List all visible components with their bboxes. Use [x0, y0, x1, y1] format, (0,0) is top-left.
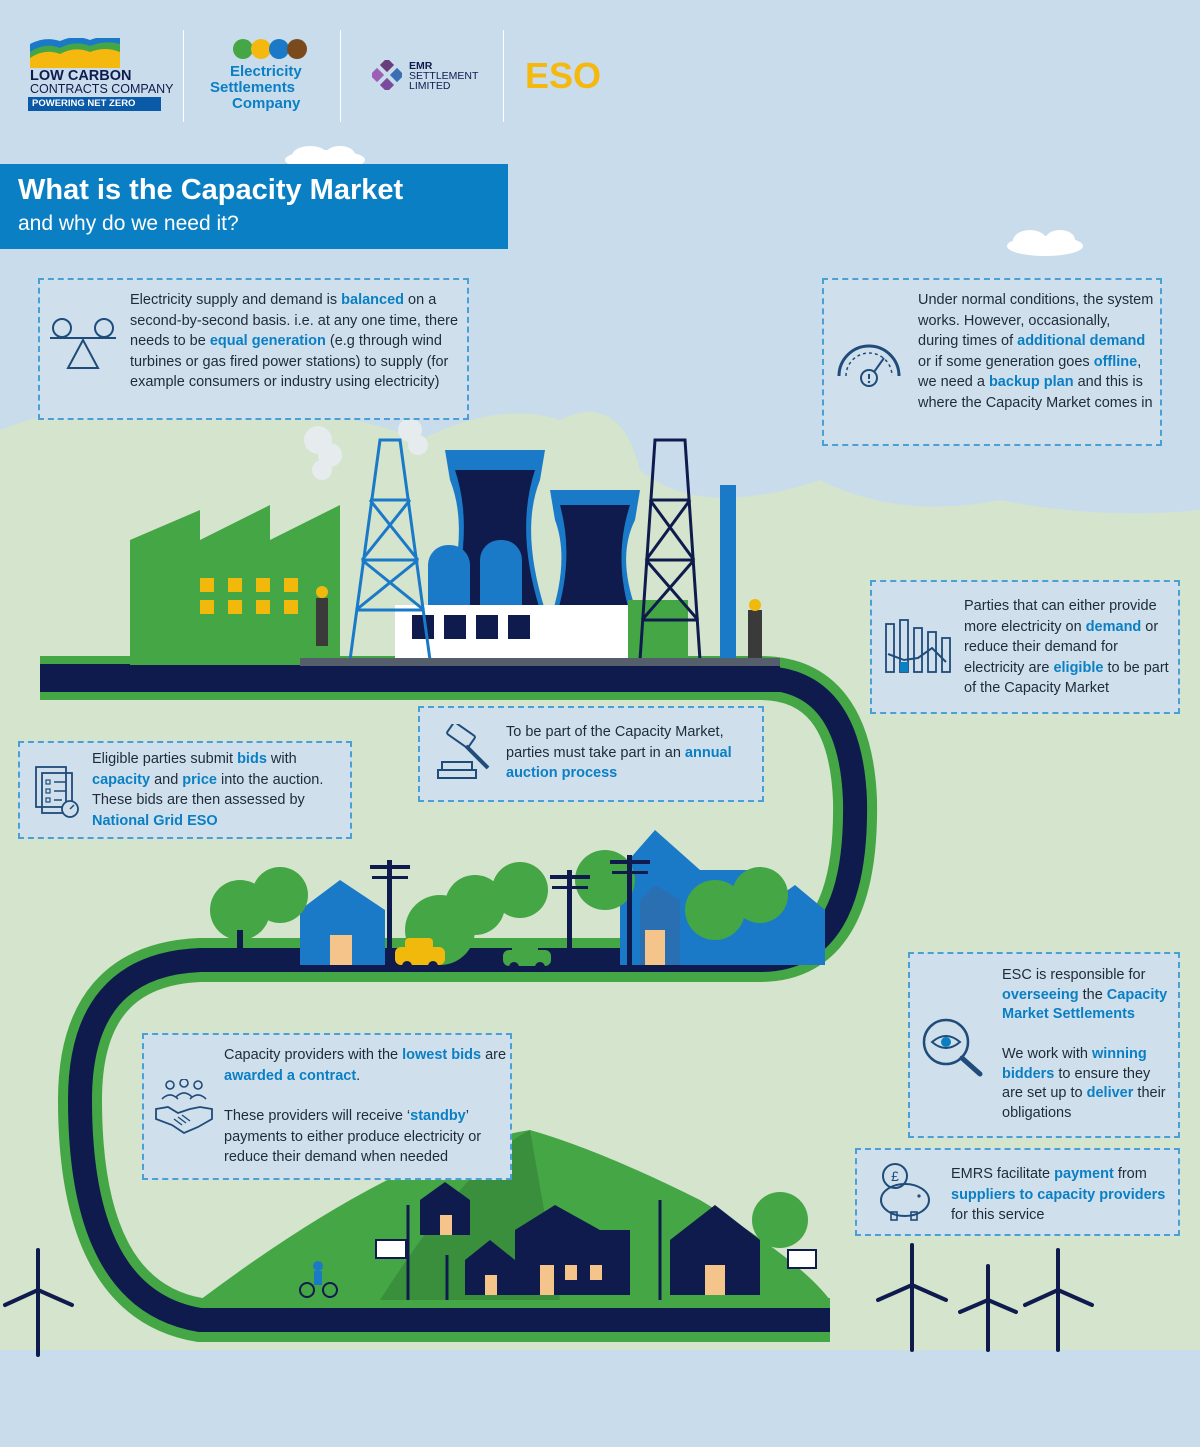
- title-banner: What is the Capacity Market and why do w…: [0, 164, 508, 249]
- card-text: Capacity providers with the lowest bids …: [224, 1047, 507, 1084]
- card-text: Eligible parties submit bids with capaci…: [92, 751, 324, 829]
- lccc-name-line1: LOW CARBON: [30, 68, 132, 84]
- logo-divider: [503, 30, 504, 122]
- magnifier-eye-icon: [922, 1018, 983, 1077]
- card-text: Under normal conditions, the system work…: [918, 292, 1154, 411]
- card-text-2: We work with winning bidders to ensure t…: [1002, 1046, 1166, 1121]
- info-card-auction: To be part of the Capacity Market, parti…: [418, 706, 764, 802]
- card-text-2: These providers will receive ‘standby’ p…: [224, 1108, 482, 1165]
- emr-logo-icon: [372, 60, 402, 90]
- card-text: ESC is responsible for overseeing the Ca…: [1002, 967, 1168, 1022]
- lccc-tagline-bar: POWERING NET ZERO: [28, 97, 161, 111]
- info-card-balance: Electricity supply and demand is balance…: [38, 278, 469, 420]
- logo-divider: [340, 30, 341, 122]
- card-text: EMRS facilitate payment from suppliers t…: [951, 1166, 1166, 1223]
- info-card-normal-conditions: Under normal conditions, the system work…: [822, 278, 1162, 446]
- card-text: To be part of the Capacity Market, parti…: [506, 724, 732, 781]
- esc-name-line1: Electricity: [230, 63, 302, 80]
- logo-divider: [183, 30, 184, 122]
- emr-name-line1: EMR: [409, 60, 433, 72]
- handshake-icon: [155, 1079, 213, 1135]
- piggy-bank-icon: £: [880, 1163, 930, 1221]
- info-card-providers: Capacity providers with the lowest bids …: [142, 1033, 512, 1180]
- gavel-icon: [437, 724, 490, 779]
- eso-logo: ESO: [525, 55, 602, 96]
- card-text: Parties that can either provide more ele…: [964, 598, 1169, 696]
- page-subtitle: and why do we need it?: [18, 212, 239, 235]
- svg-text:£: £: [891, 1168, 899, 1184]
- esc-logo-icon: [233, 39, 307, 59]
- info-card-eligible-parties: Parties that can either provide more ele…: [870, 580, 1180, 714]
- lccc-logo-icon: [30, 38, 120, 68]
- emr-name-line2: SETTLEMENT: [409, 70, 479, 82]
- info-card-emrs: £ EMRS facilitate payment from suppliers…: [855, 1148, 1180, 1236]
- gauge-icon: [837, 344, 901, 387]
- logo-bar: LOW CARBON CONTRACTS COMPANY POWERING NE…: [0, 0, 1200, 140]
- esc-name-line3: Company: [232, 95, 301, 112]
- info-card-esc: ESC is responsible for overseeing the Ca…: [908, 952, 1180, 1138]
- card-text: Electricity supply and demand is balance…: [130, 292, 459, 390]
- checklist-icon: [35, 766, 79, 818]
- lccc-name-line2: CONTRACTS COMPANY: [30, 82, 174, 96]
- info-card-bids: Eligible parties submit bids with capaci…: [18, 741, 352, 839]
- page-title: What is the Capacity Market: [18, 174, 404, 206]
- balance-scale-icon: [50, 318, 116, 369]
- esc-name-line2: Settlements: [210, 79, 296, 96]
- emr-name-line3: LIMITED: [409, 80, 451, 92]
- bar-chart-icon: [885, 619, 951, 673]
- cloud-icon: [1007, 230, 1083, 256]
- lccc-tagline: POWERING NET ZERO: [32, 98, 136, 109]
